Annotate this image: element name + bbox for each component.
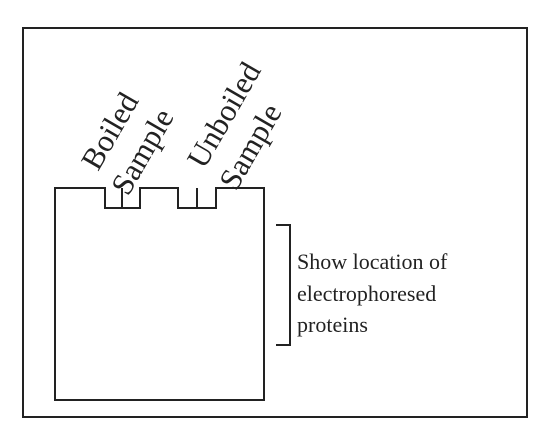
gel-outline — [54, 187, 265, 401]
protein-bracket — [276, 224, 291, 346]
side-label-line1: Show location of — [297, 249, 448, 274]
side-label-line2: electrophoresed — [297, 281, 436, 306]
side-label-line3: proteins — [297, 312, 368, 337]
figure-frame — [22, 27, 528, 418]
